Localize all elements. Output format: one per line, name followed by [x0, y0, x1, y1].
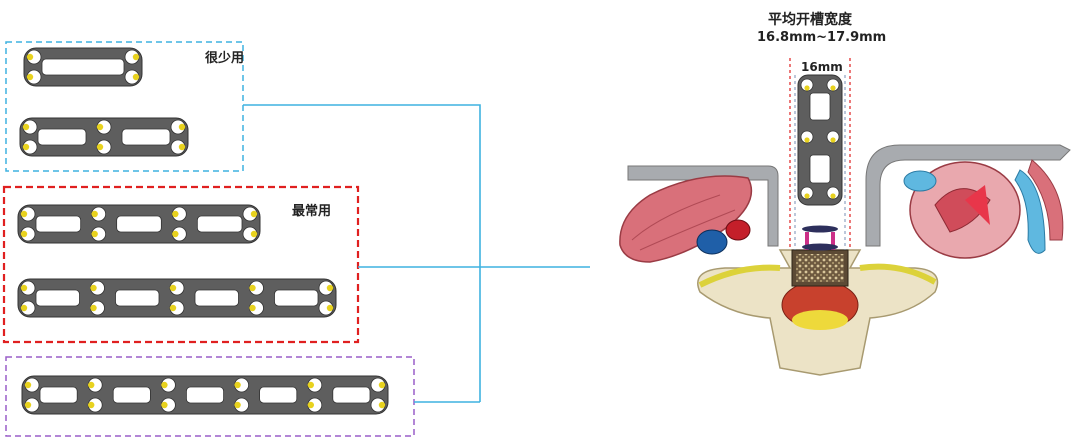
screw-icon	[307, 381, 314, 389]
screw-icon	[26, 53, 34, 61]
screw-icon	[96, 123, 104, 131]
plate-3-level	[17, 204, 261, 244]
screw-icon	[88, 401, 95, 409]
rare-use-label: 很少用	[205, 51, 245, 66]
rare-use-group-box	[5, 41, 244, 172]
slot-width-range: 16.8mm~17.9mm	[757, 30, 887, 45]
right-outer-muscle	[1027, 159, 1064, 241]
most-used-label: 最常用	[292, 204, 332, 219]
screw-icon	[132, 53, 140, 61]
dura-yellow	[792, 310, 848, 330]
plates-layer	[17, 47, 389, 415]
screw-icon	[804, 85, 810, 91]
screw-icon	[250, 210, 258, 218]
connector-lines	[243, 104, 590, 403]
plate-4-level	[17, 278, 337, 318]
screw-icon	[804, 137, 810, 143]
screw-icon	[24, 381, 32, 389]
screw-icon	[91, 210, 98, 218]
screw-icon	[249, 304, 256, 312]
left-muscle	[619, 175, 753, 263]
screw-icon	[307, 401, 314, 409]
right-retractor	[865, 144, 1071, 247]
screw-icon	[161, 381, 168, 389]
left-nerve-root	[698, 264, 781, 288]
slot-width-title: 平均开槽宽度	[768, 12, 852, 28]
screw-icon	[172, 230, 179, 238]
plate-1-level	[23, 47, 143, 87]
connector-rare	[243, 104, 481, 402]
most-used-group-box	[2, 185, 360, 344]
bone-graft-texture	[796, 254, 844, 282]
screw-icon	[91, 230, 98, 238]
right-vessel	[903, 170, 937, 192]
screw-icon	[90, 284, 97, 292]
vertical-plate-layer	[797, 74, 843, 206]
screw-icon	[378, 401, 386, 409]
screw-icon	[96, 143, 104, 151]
screw-icon	[234, 381, 241, 389]
screw-icon	[326, 284, 334, 292]
artery	[725, 219, 751, 241]
screw-icon	[178, 143, 186, 151]
screw-icon	[326, 304, 334, 312]
screw-icon	[22, 123, 30, 131]
right-nerve-root	[859, 263, 937, 285]
suture-spacer	[802, 225, 838, 251]
screw-icon	[20, 230, 28, 238]
screw-icon	[22, 143, 30, 151]
left-muscle-fibers	[631, 194, 736, 251]
inserted-plate	[797, 74, 843, 206]
screw-icon	[250, 230, 258, 238]
screw-icon	[20, 210, 28, 218]
plate-5-level	[21, 375, 389, 415]
cervical-anatomy-illustration	[619, 58, 1071, 376]
screw-icon	[20, 284, 28, 292]
screw-icon	[169, 284, 177, 292]
screw-icon	[161, 401, 168, 409]
screw-icon	[830, 193, 836, 199]
screw-icon	[132, 73, 140, 81]
plate-width-label: 16mm	[801, 60, 843, 74]
screw-icon	[830, 137, 836, 143]
left-retractor	[627, 165, 779, 247]
screw-icon	[804, 193, 810, 199]
screw-icon	[830, 85, 836, 91]
screw-icon	[90, 304, 97, 312]
screw-icon	[378, 381, 386, 389]
screw-icon	[169, 304, 177, 312]
plate-2-level	[19, 117, 189, 157]
thyroid	[965, 185, 990, 225]
screw-icon	[178, 123, 186, 131]
long-plate-group-box	[5, 356, 415, 437]
screw-icon	[20, 304, 28, 312]
screw-icon	[24, 401, 32, 409]
screw-icon	[172, 210, 179, 218]
screw-icon	[249, 284, 256, 292]
right-muscle-blue	[1014, 169, 1046, 254]
screw-icon	[88, 381, 95, 389]
screw-icon	[26, 73, 34, 81]
vein	[696, 229, 728, 255]
screw-icon	[234, 401, 241, 409]
